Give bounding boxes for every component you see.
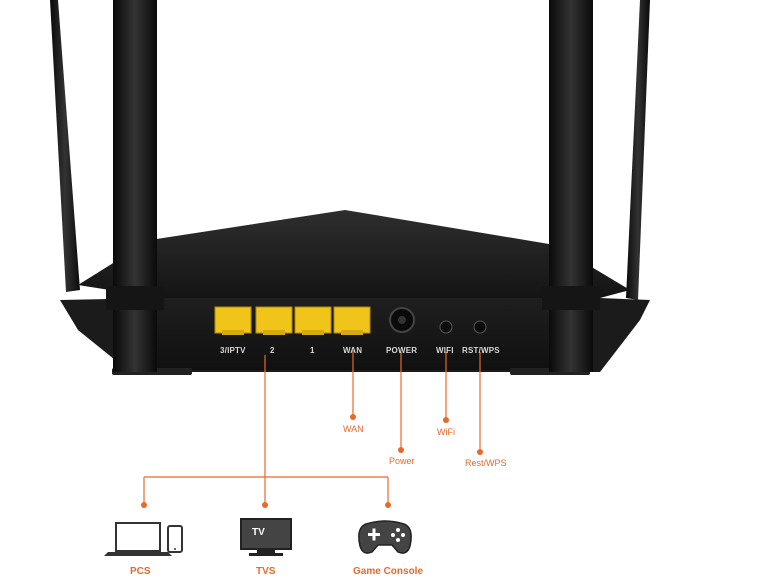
laptop-phone-icon bbox=[104, 522, 183, 556]
wifi-button bbox=[439, 320, 453, 334]
antenna-hinge-left bbox=[106, 286, 164, 310]
antenna-front-left bbox=[113, 0, 157, 372]
device-label-pcs: PCS bbox=[130, 566, 151, 577]
router-top bbox=[78, 210, 630, 298]
antenna-hinge-right bbox=[542, 286, 600, 310]
ethernet-port-3 bbox=[214, 306, 252, 335]
port-label-power: POWER bbox=[386, 346, 418, 355]
gamepad-icon bbox=[358, 520, 412, 554]
ethernet-port-wan bbox=[333, 306, 371, 335]
port-label-lan3-iptv: 3/IPTV bbox=[220, 346, 246, 355]
ethernet-port-2 bbox=[255, 306, 293, 335]
port-label-wan: WAN bbox=[343, 346, 363, 355]
callout-rst-wps: Rest/WPS bbox=[465, 458, 507, 468]
callout-power: Power bbox=[389, 456, 415, 466]
device-label-game-console: Game Console bbox=[353, 566, 424, 577]
callout-wifi: WiFi bbox=[437, 427, 455, 437]
callout-wan: WAN bbox=[343, 424, 364, 434]
tv-screen-text: TV bbox=[252, 527, 265, 538]
antenna-back-left bbox=[50, 0, 80, 292]
device-label-tvs: TVS bbox=[256, 566, 276, 577]
antenna-back-right bbox=[626, 0, 650, 300]
tv-icon bbox=[240, 518, 292, 556]
port-label-lan2: 2 bbox=[270, 346, 275, 355]
rst-wps-button bbox=[473, 320, 487, 334]
callout-lines bbox=[143, 352, 481, 505]
port-label-wifi: WIFI bbox=[436, 346, 454, 355]
port-label-rst-wps: RST/WPS bbox=[462, 346, 500, 355]
ethernet-port-1 bbox=[294, 306, 332, 335]
port-label-lan1: 1 bbox=[310, 346, 315, 355]
antenna-front-right bbox=[549, 0, 593, 372]
